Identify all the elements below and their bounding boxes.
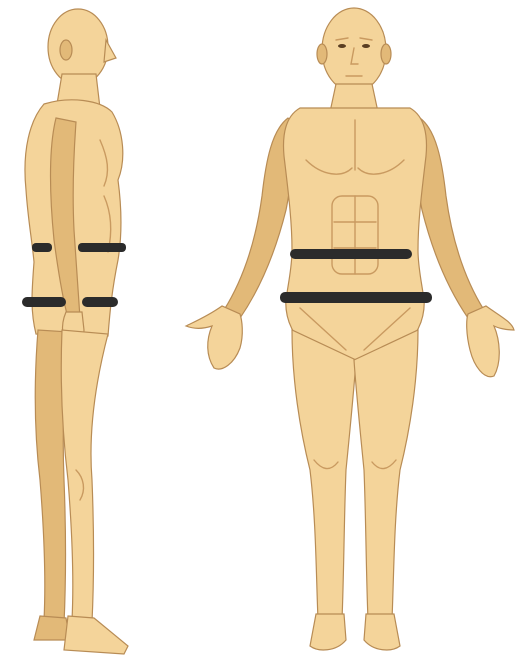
- front-hand-right: [467, 306, 514, 377]
- front-waist-band: [290, 249, 412, 259]
- front-view-figure: [186, 8, 514, 650]
- front-ear-left: [317, 44, 327, 64]
- front-foot-left: [310, 614, 346, 650]
- side-hip-band-back: [22, 297, 66, 307]
- front-hip-band: [280, 292, 432, 303]
- front-hand-left: [186, 306, 242, 369]
- front-leg-right: [354, 330, 418, 620]
- front-eye-right: [362, 44, 370, 48]
- side-nose: [104, 40, 116, 62]
- front-eye-left: [338, 44, 346, 48]
- front-ear-right: [381, 44, 391, 64]
- front-leg-left: [292, 330, 356, 620]
- side-waist-band-front: [78, 243, 126, 252]
- side-foot-front: [64, 616, 128, 654]
- side-view-figure: [22, 9, 128, 654]
- front-foot-right: [364, 614, 400, 650]
- side-leg-front: [61, 330, 108, 622]
- side-waist-band-back: [32, 243, 52, 252]
- side-ear: [60, 40, 72, 60]
- side-foot-back: [34, 616, 70, 640]
- side-hip-band-front: [82, 297, 118, 307]
